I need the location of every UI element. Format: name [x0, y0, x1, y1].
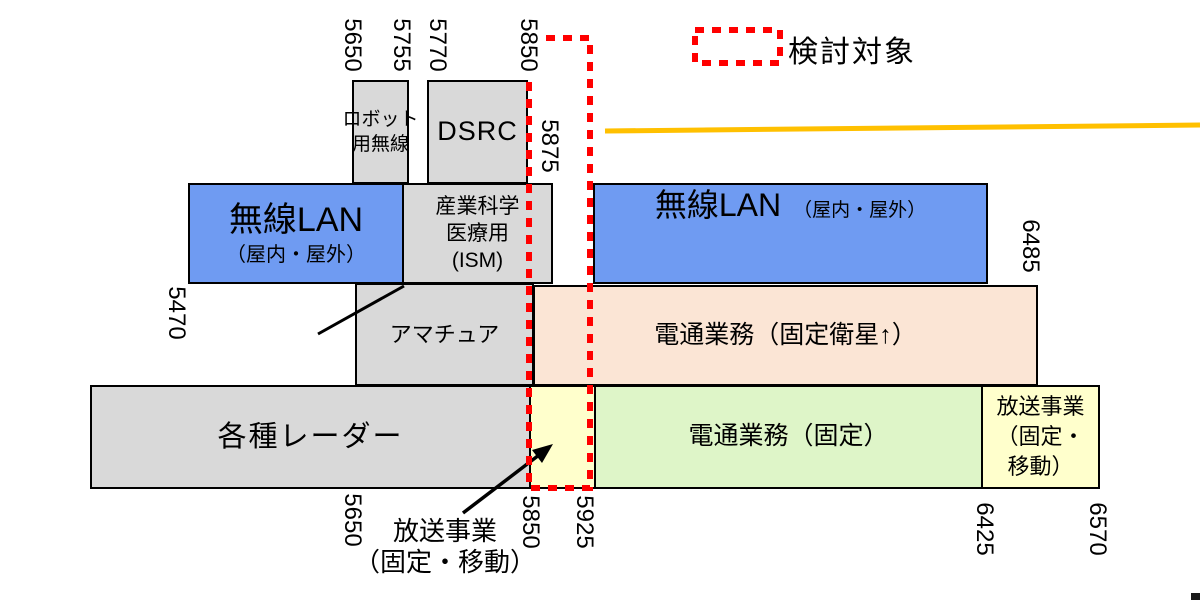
band-amateur: アマチュア [355, 283, 534, 386]
band-wireless-lan-left-subtitle: （屋内・屋外） [226, 244, 366, 267]
freq-label-top-5755: 5755 [388, 18, 415, 72]
freq-label-bottom-5850: 5850 [517, 495, 544, 549]
freq-label-bottom-6570: 6570 [1084, 502, 1111, 556]
freq-label-top-5850: 5850 [513, 15, 543, 75]
band-amateur-label: アマチュア [389, 321, 500, 347]
freq-label-5470: 5470 [163, 286, 190, 340]
corner-mark [1191, 593, 1200, 600]
legend-label: 検討対象 [788, 36, 916, 69]
band-telecom-fixed-label: 電通業務（固定） [688, 422, 889, 451]
broadcast-annotation-line2: （固定・移動） [353, 547, 536, 577]
freq-label-bottom-5650: 5650 [339, 493, 366, 547]
band-dsrc-label: DSRC [437, 116, 518, 147]
broadcast-annotation-line1: 放送事業 [392, 516, 497, 546]
freq-label-bottom-6425: 6425 [971, 502, 998, 556]
freq-label-top-5770: 5770 [424, 18, 451, 72]
band-broadcast-right-label-line3: 移動） [1007, 454, 1074, 479]
band-broadcast-right-label-line1: 放送事業 [996, 394, 1085, 419]
legend-swatch [692, 27, 783, 66]
band-telecom-fixed-satellite-label: 電通業務（固定衛星↑） [654, 320, 917, 349]
band-ism-label-line3: (ISM) [451, 249, 504, 272]
broadcast-annotation: 放送事業 （固定・移動） [335, 516, 555, 578]
band-robot-radio-label-line1: ロボット [342, 109, 419, 130]
band-telecom-fixed-satellite: 電通業務（固定衛星↑） [533, 285, 1038, 386]
band-radar: 各種レーダー [90, 385, 531, 489]
band-ism-label-line1: 産業科学 [435, 195, 520, 218]
band-telecom-fixed: 電通業務（固定） [594, 385, 983, 489]
highlight-line [604, 122, 1200, 134]
freq-label-top-5650: 5650 [339, 18, 366, 72]
band-broadcast-small [529, 385, 596, 489]
freq-label-5875: 5875 [536, 119, 563, 173]
band-robot-radio-label-line2: 用無線 [352, 134, 410, 155]
band-wireless-lan-right: 無線LAN （屋内・屋外） [593, 183, 988, 284]
band-wireless-lan-right-title: 無線LAN [654, 187, 782, 223]
band-ism: 産業科学 医療用 (ISM) [402, 183, 553, 284]
band-broadcast-right-label-line2: （固定・ [996, 424, 1085, 449]
freq-label-6485: 6485 [1017, 219, 1044, 273]
band-wireless-lan-left-title: 無線LAN [228, 200, 364, 239]
freq-label-bottom-5925: 5925 [571, 495, 598, 549]
band-wireless-lan-left: 無線LAN （屋内・屋外） [188, 183, 404, 284]
band-dsrc: DSRC [427, 80, 528, 184]
band-robot-radio: ロボット 用無線 [343, 80, 419, 184]
band-ism-label-line2: 医療用 [446, 222, 509, 245]
band-wireless-lan-right-subtitle: （屋内・屋外） [793, 200, 927, 221]
band-broadcast-right: 放送事業 （固定・ 移動） [981, 385, 1100, 489]
band-radar-label: 各種レーダー [217, 420, 404, 453]
